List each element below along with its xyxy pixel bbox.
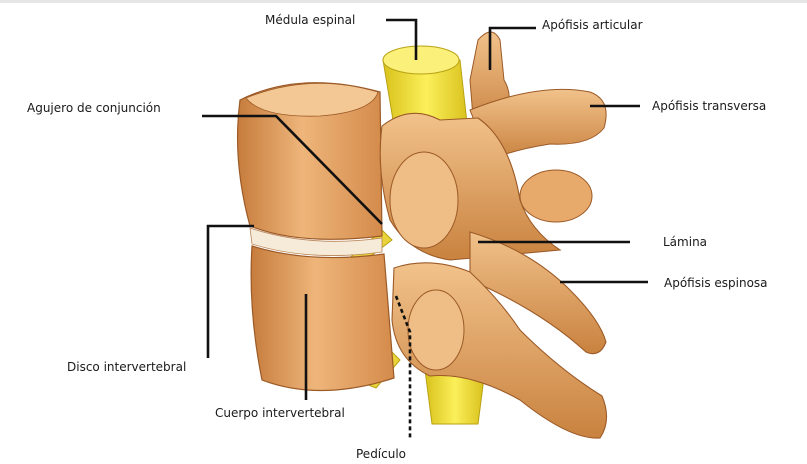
lower-vertebral-body xyxy=(251,246,394,391)
leader-disco xyxy=(208,226,254,358)
label-disco-intervertebral: Disco intervertebral xyxy=(67,360,186,374)
label-medula-espinal: Médula espinal xyxy=(265,13,355,27)
label-cuerpo-intervertebral: Cuerpo intervertebral xyxy=(215,406,345,420)
label-lamina: Lámina xyxy=(663,235,707,249)
label-apofisis-transversa: Apófisis transversa xyxy=(652,99,766,113)
upper-vertebral-body xyxy=(238,83,382,240)
label-agujero-conjuncion: Agujero de conjunción xyxy=(27,101,161,115)
label-pediculo: Pedículo xyxy=(356,447,406,461)
label-apofisis-espinosa: Apófisis espinosa xyxy=(664,276,768,290)
label-apofisis-articular: Apófisis articular xyxy=(542,18,643,32)
